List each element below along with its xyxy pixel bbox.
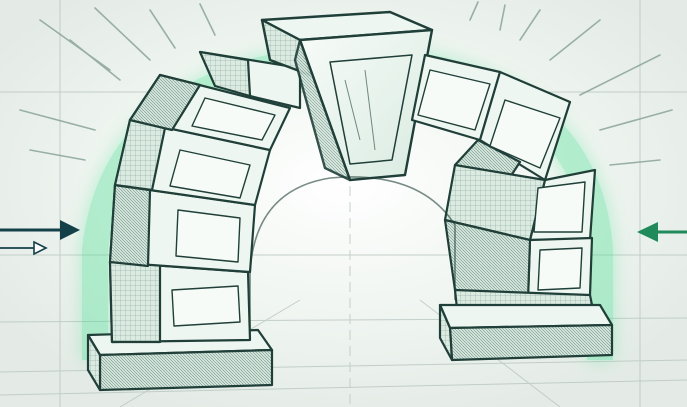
left-base-front [100,350,272,390]
right-base-front [450,325,612,360]
